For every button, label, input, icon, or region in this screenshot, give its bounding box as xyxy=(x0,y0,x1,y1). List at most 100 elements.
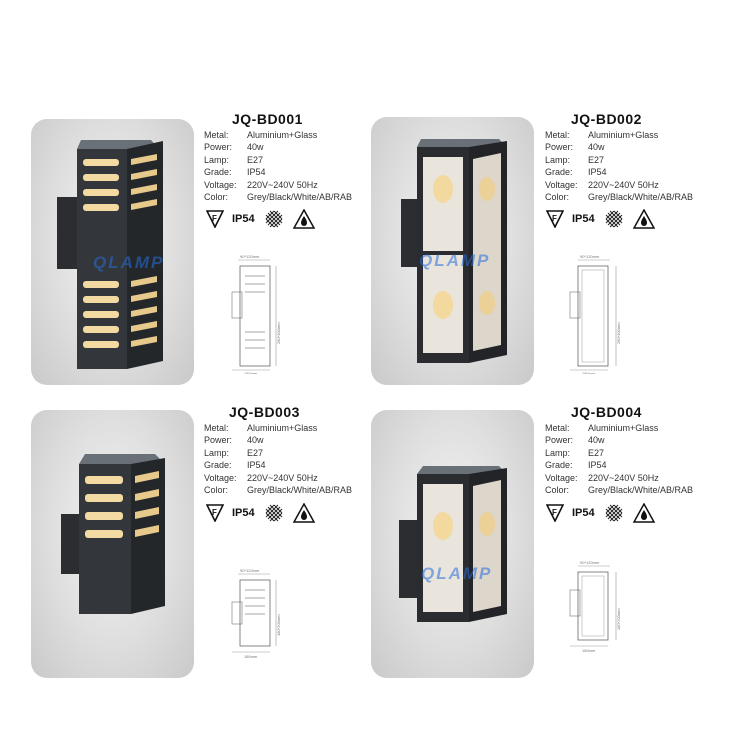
spec-value: IP54 xyxy=(588,460,607,471)
dimension-drawing-bd002: 90*120mm 280*300mm 180mm xyxy=(569,254,621,374)
width-dimension-label: 90*120mm xyxy=(580,560,600,565)
spec-row-color: Color: Grey/Black/White/AB/RAB xyxy=(545,484,693,496)
spec-value: Grey/Black/White/AB/RAB xyxy=(588,192,694,203)
spec-value: Grey/Black/White/AB/RAB xyxy=(247,192,353,203)
ip-rating-badge: IP54 xyxy=(232,213,255,225)
model-title-bd003: JQ-BD003 xyxy=(229,404,300,420)
depth-dimension-label: 180mm xyxy=(582,648,596,653)
spec-value: Grey/Black/White/AB/RAB xyxy=(247,485,353,496)
cert-row-bd004: F IP54 xyxy=(546,502,655,524)
spec-key: Metal: xyxy=(204,130,229,140)
spec-row-power: Power:40w xyxy=(204,434,352,446)
svg-text:F: F xyxy=(212,214,217,223)
spec-value: Aluminium+Glass xyxy=(247,130,318,140)
spec-value: Grey/Black/White/AB/RAB xyxy=(588,485,694,496)
height-dimension-label: 280*300mm xyxy=(616,322,621,344)
spec-key: Lamp: xyxy=(545,447,571,458)
spec-row-lamp: Lamp: E27 xyxy=(204,154,352,166)
spec-row-metal: Metal: Aluminium+Glass xyxy=(204,129,352,141)
spec-key: Grade: xyxy=(545,167,573,178)
ip-rating-badge: IP54 xyxy=(572,213,595,225)
spec-list-bd004: Metal: Aluminium+Glass Power: 40w Lamp: E27… xyxy=(545,422,693,496)
product-photo-bd002: QLAMP xyxy=(371,117,534,385)
spec-key: Grade: xyxy=(545,460,573,471)
cert-row-bd003: F IP54 xyxy=(206,502,315,524)
model-title-bd001: JQ-BD001 xyxy=(232,111,303,127)
spec-value: Aluminium+Glass xyxy=(588,423,659,433)
svg-text:F: F xyxy=(212,508,217,517)
warning-triangle-icon xyxy=(632,503,655,523)
spec-key: Color: xyxy=(204,485,229,496)
model-title-bd002: JQ-BD002 xyxy=(571,111,642,127)
cert-row-bd001: F IP54 xyxy=(206,208,315,230)
spec-row-grade: Grade: IP54 xyxy=(545,459,693,471)
mesh-icon xyxy=(265,210,282,228)
spec-key: Voltage: xyxy=(545,179,578,190)
spec-value: IP54 xyxy=(588,167,607,178)
spec-list-bd002: Metal:Aluminium+Glass Power:40w Lamp:E27… xyxy=(545,129,693,203)
spec-list-bd003: Metal: Aluminium+Glass Power:40w Lamp:E27… xyxy=(204,422,352,496)
depth-dimension-label: 180mm xyxy=(244,654,258,659)
product-photo-bd003 xyxy=(31,410,194,678)
spec-key: Voltage: xyxy=(545,472,578,483)
spec-key: Voltage: xyxy=(204,179,237,190)
spec-row-grade: Grade:IP54 xyxy=(204,459,352,471)
height-dimension-label: 180*200mm xyxy=(616,608,621,630)
spec-value: E27 xyxy=(247,447,264,458)
spec-value: Aluminium+Glass xyxy=(588,130,659,140)
mesh-icon xyxy=(605,504,622,522)
ip-rating-badge: IP54 xyxy=(572,507,595,519)
spec-value: 40w xyxy=(247,435,264,446)
width-dimension-label: 90*120mm xyxy=(580,254,600,259)
model-title-bd004: JQ-BD004 xyxy=(571,404,642,420)
spec-key: Metal: xyxy=(204,423,229,433)
dimension-drawing-bd003: 90*120mm 180*200mm 180mm xyxy=(231,568,281,659)
spec-row-lamp: Lamp:E27 xyxy=(204,447,352,459)
spec-row-voltage: Voltage:220V~240V 50Hz xyxy=(204,179,352,191)
f-mark-icon: F xyxy=(546,210,564,228)
spec-value: 220V~240V 50Hz xyxy=(588,472,659,483)
f-mark-icon: F xyxy=(206,210,224,228)
product-photo-bd001: QLAMP xyxy=(31,119,194,385)
spec-key: Power: xyxy=(204,142,233,153)
spec-key: Color: xyxy=(545,485,570,496)
dimension-drawing-bd001: 90*120mm 280*300mm 180mm xyxy=(231,254,281,374)
width-dimension-label: 90*120mm xyxy=(240,568,260,573)
spec-value: E27 xyxy=(247,154,264,165)
watermark-bd002: QLAMP xyxy=(419,251,491,270)
spec-value: E27 xyxy=(588,154,605,165)
lamp-image-bd001 xyxy=(57,140,163,369)
mesh-icon xyxy=(605,210,622,228)
spec-row-grade: Grade:IP54 xyxy=(204,166,352,178)
svg-text:F: F xyxy=(552,214,557,223)
spec-value: 220V~240V 50Hz xyxy=(247,472,318,483)
spec-key: Color: xyxy=(545,192,570,203)
height-dimension-label: 180*200mm xyxy=(276,614,281,636)
height-dimension-label: 280*300mm xyxy=(276,322,281,344)
spec-list-bd001: Metal:Aluminium+Glass Power:40w Lamp:E27… xyxy=(204,129,352,203)
spec-row-color: Color: Grey/Black/White/AB/RAB xyxy=(204,484,352,496)
spec-value: Aluminium+Glass xyxy=(247,423,318,433)
dimension-drawing-bd004: 90*120mm 180*200mm 180mm xyxy=(569,560,621,653)
spec-row-color: Color: Grey/Black/White/AB/RAB xyxy=(545,191,693,203)
watermark-bd004: QLAMP xyxy=(421,564,493,583)
lamp-image-bd003 xyxy=(61,454,165,614)
spec-row-voltage: Voltage:220V~240V 50Hz xyxy=(545,179,693,191)
spec-row-lamp: Lamp: E27 xyxy=(545,154,693,166)
spec-value: E27 xyxy=(588,447,605,458)
depth-dimension-label: 180mm xyxy=(582,371,596,374)
svg-text:F: F xyxy=(552,508,557,517)
f-mark-icon: F xyxy=(546,504,564,522)
spec-key: Metal: xyxy=(545,423,570,433)
spec-row-metal: Metal:Aluminium+Glass xyxy=(545,129,693,141)
ip-rating-badge: IP54 xyxy=(232,507,255,519)
spec-key: Power: xyxy=(545,435,574,446)
cert-row-bd002: F IP54 xyxy=(546,208,655,230)
spec-key: Lamp: xyxy=(204,154,230,165)
mesh-icon xyxy=(265,504,282,522)
depth-dimension-label: 180mm xyxy=(244,371,258,374)
spec-value: 40w xyxy=(588,435,605,446)
spec-key: Lamp: xyxy=(545,154,571,165)
spec-key: Color: xyxy=(204,192,229,203)
spec-row-grade: Grade: IP54 xyxy=(545,166,693,178)
